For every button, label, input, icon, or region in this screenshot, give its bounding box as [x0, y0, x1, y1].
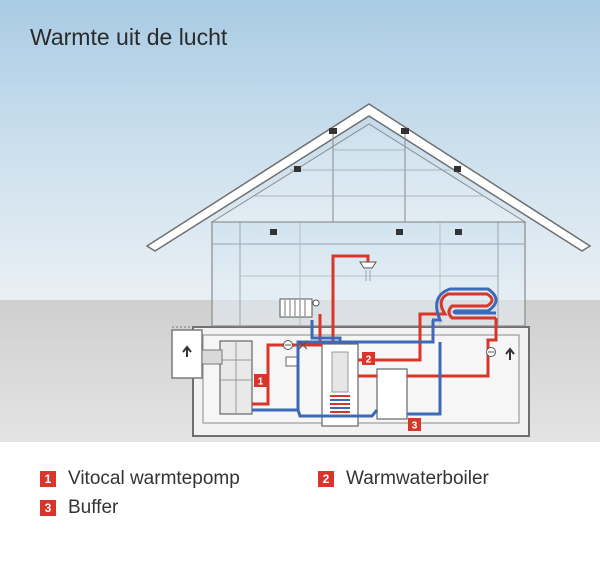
diagram-title: Warmte uit de lucht: [30, 24, 228, 50]
control-box: [285, 356, 299, 367]
diagram-marker-3-text: 3: [412, 421, 418, 432]
legend-label-1: Vitocal warmtepomp: [68, 468, 240, 489]
diagram-marker-3: 3: [408, 418, 421, 432]
buffer-tank: [376, 368, 408, 420]
roof: [145, 103, 592, 252]
circulation-pump-icon: [283, 340, 496, 357]
floor-heating-coil: [432, 287, 498, 322]
legend-badge-2: 2: [318, 471, 334, 487]
diagram-marker-2: 2: [362, 352, 375, 366]
up-arrow-icon: [505, 347, 515, 360]
return-pipes: [252, 320, 442, 418]
legend-label-2: Warmwaterboiler: [346, 468, 489, 489]
house-walls: [211, 221, 526, 327]
diagram-marker-1-text: 1: [258, 377, 264, 388]
legend-badge-1: 1: [40, 471, 56, 487]
radiator-icon: [279, 298, 320, 318]
shower-head-icon: [331, 254, 377, 281]
hot-water-boiler: [321, 343, 359, 427]
legend-badge-3: 3: [40, 500, 56, 516]
legend-item-1: 1 Vitocal warmtepomp: [40, 468, 240, 490]
legend-item-2: 2 Warmwaterboiler: [318, 468, 489, 490]
legend-label-3: Buffer: [68, 497, 119, 518]
heat-pump-unit: [201, 340, 253, 415]
up-arrow-icon: [182, 345, 192, 357]
diagram-marker-2-text: 2: [366, 355, 372, 366]
supply-pipes: [252, 268, 498, 406]
legend-area: [0, 442, 600, 557]
air-intake-box: [171, 326, 203, 379]
diagram-marker-1: 1: [254, 374, 267, 388]
legend-item-3: 3 Buffer: [40, 497, 118, 519]
